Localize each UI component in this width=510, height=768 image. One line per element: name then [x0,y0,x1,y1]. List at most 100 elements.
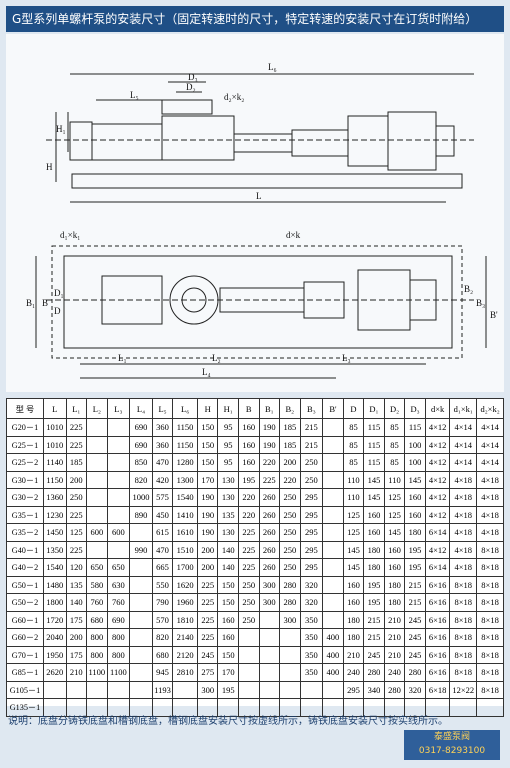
table-cell: 580 [86,575,108,594]
table-cell [129,645,153,664]
table-cell: 160 [342,593,365,612]
table-cell: 190 [196,488,219,507]
table-cell: 150 [217,575,239,594]
table-cell: 2040 [42,628,67,647]
table-cell: 225 [196,593,219,612]
table-cell: 945 [151,663,174,682]
table-cell: 145 [404,470,426,489]
table-cell: 260 [258,488,281,507]
table-cell: 250 [279,558,301,577]
table-cell: 4×18 [449,488,478,507]
table-cell: 350 [299,610,324,629]
table-cell [476,698,504,717]
table-cell: G25－1 [6,435,44,454]
table-cell: 400 [322,645,344,664]
label-l4: L₄ [202,367,211,377]
table-cell: 650 [106,558,131,577]
table-cell: 665 [151,558,174,577]
table-cell: 1100 [106,663,131,682]
table-cell: 4×18 [476,505,504,524]
table-cell: 2140 [172,628,198,647]
table-cell: 820 [151,628,174,647]
table-cell [322,488,344,507]
table-cell: 220 [279,470,301,489]
label-d2k2: d₂×k₂ [224,92,244,102]
table-cell: 550 [151,575,174,594]
table-cell: 2620 [42,663,67,682]
table-cell: 630 [106,575,131,594]
table-cell: 1960 [172,593,198,612]
table-header-cell: D₁ [363,398,385,419]
table-cell: 6×16 [424,593,451,612]
table-cell: 690 [106,610,131,629]
table-cell [106,453,131,472]
table-cell: 85 [383,435,406,454]
table-cell: 320 [404,680,426,699]
table-cell: 125 [383,488,406,507]
table-cell: 250 [299,453,324,472]
table-cell: 8×18 [476,680,504,699]
table-cell: 800 [106,628,131,647]
table-cell: 4×18 [449,523,478,542]
table-cell: 4×12 [424,453,451,472]
table-cell: 220 [237,505,260,524]
table-cell [279,628,301,647]
table-cell: 225 [196,610,219,629]
table-cell: 8×18 [449,645,478,664]
table-cell: 250 [279,523,301,542]
table-cell [172,680,198,699]
table-cell: 1610 [172,523,198,542]
table-cell [129,523,153,542]
table-cell: 350 [299,663,324,682]
table-cell: 160 [383,558,406,577]
table-cell: 225 [65,418,88,437]
table-cell [106,470,131,489]
table-cell: 180 [383,593,406,612]
table-cell [129,680,153,699]
table-cell [65,680,88,699]
pump-shaft-housing [233,133,293,153]
table-cell: 820 [129,470,153,489]
table-cell [258,645,281,664]
table-cell: 245 [404,628,426,647]
table-cell [322,523,344,542]
table-cell: 215 [299,435,324,454]
table-cell: 280 [383,680,406,699]
table-cell: 160 [217,628,239,647]
label-bp: B' [490,310,498,320]
table-cell: 190 [196,505,219,524]
table-cell: 85 [383,418,406,437]
table-cell: 8×18 [476,663,504,682]
pump-suction-chamber [161,115,235,161]
label-b3: B₃ [476,298,485,308]
table-cell: 4×18 [476,488,504,507]
table-cell: 4×18 [476,470,504,489]
table-cell: 4×12 [424,488,451,507]
table-header-cell: d₁×k₁ [449,398,478,419]
table-cell [42,698,67,717]
table-cell: 215 [299,418,324,437]
table-cell: 4×14 [476,435,504,454]
table-cell: 280 [404,663,426,682]
table-cell [322,470,344,489]
table-cell: 295 [299,505,324,524]
brand-name: 泰盛泵阀 [433,732,470,742]
table-cell: 245 [404,610,426,629]
top-motor-fan [409,279,437,321]
table-header-cell: L₆ [172,398,198,419]
table-cell: 160 [237,418,260,437]
table-cell: 180 [404,523,426,542]
table-header-cell: d×k [424,398,451,419]
table-cell [322,610,344,629]
table-cell: G60－2 [6,628,44,647]
table-header-cell: L₃ [106,398,131,419]
table-cell: 1360 [42,488,67,507]
brand-phone: 0317-8293100 [418,746,486,756]
table-cell [322,435,344,454]
table-cell: 225 [237,540,260,559]
